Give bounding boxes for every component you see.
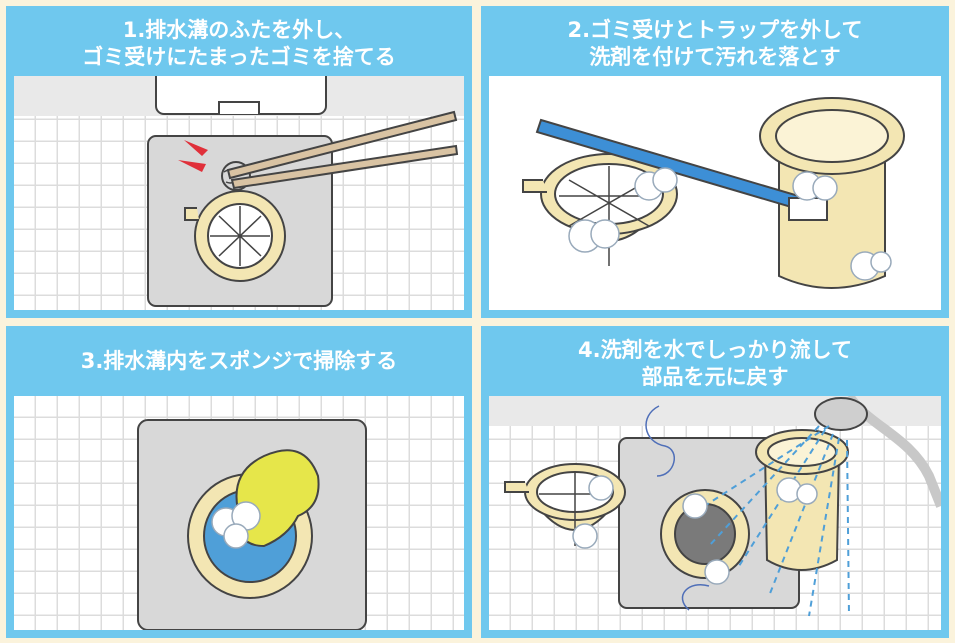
step-3-panel: 3.排水溝内をスポンジで掃除する xyxy=(6,326,472,638)
basket-icon xyxy=(184,190,286,282)
chopsticks-icon xyxy=(226,110,459,190)
step-2-title-line-2: 洗剤を付けて汚れを落とす xyxy=(589,45,841,69)
step-4-title-line-1: 4.洗剤を水でしっかり流して xyxy=(578,338,852,362)
step-3-drawing xyxy=(14,396,464,630)
step-2-title-line-1: 2.ゴミ受けとトラップを外して xyxy=(567,18,863,42)
step-4-title: 4.洗剤を水でしっかり流して 部品を元に戻す xyxy=(481,337,949,391)
step-3-title-line-1: 3.排水溝内をスポンジで掃除する xyxy=(80,349,398,373)
step-2-illustration xyxy=(489,76,941,310)
foam-icon xyxy=(211,501,261,549)
basket-icon xyxy=(504,463,626,546)
step-4-drawing xyxy=(489,396,941,630)
shower-icon xyxy=(814,396,941,508)
step-1-panel: 1.排水溝のふたを外し、 ゴミ受けにたまったゴミを捨てる xyxy=(6,6,472,318)
step-2-drawing xyxy=(489,76,941,310)
step-2-title: 2.ゴミ受けとトラップを外して 洗剤を付けて汚れを落とす xyxy=(481,17,949,71)
step-4-panel: 4.洗剤を水でしっかり流して 部品を元に戻す xyxy=(481,326,949,638)
step-1-title: 1.排水溝のふたを外し、 ゴミ受けにたまったゴミを捨てる xyxy=(6,17,472,71)
foam-icon xyxy=(572,475,818,585)
step-2-panel: 2.ゴミ受けとトラップを外して 洗剤を付けて汚れを落とす xyxy=(481,6,949,318)
step-3-title: 3.排水溝内をスポンジで掃除する xyxy=(6,348,472,375)
step-1-illustration xyxy=(14,76,464,310)
step-3-illustration xyxy=(14,396,464,630)
step-1-title-line-2: ゴミ受けにたまったゴミを捨てる xyxy=(82,45,396,69)
drain-cover-icon xyxy=(155,76,327,115)
foam-icon xyxy=(568,167,892,281)
step-4-title-line-2: 部品を元に戻す xyxy=(641,365,789,389)
toothbrush-icon xyxy=(535,118,828,221)
step-1-title-line-1: 1.排水溝のふたを外し、 xyxy=(122,18,356,42)
step-4-illustration xyxy=(489,396,941,630)
step-1-drawing xyxy=(14,76,464,310)
